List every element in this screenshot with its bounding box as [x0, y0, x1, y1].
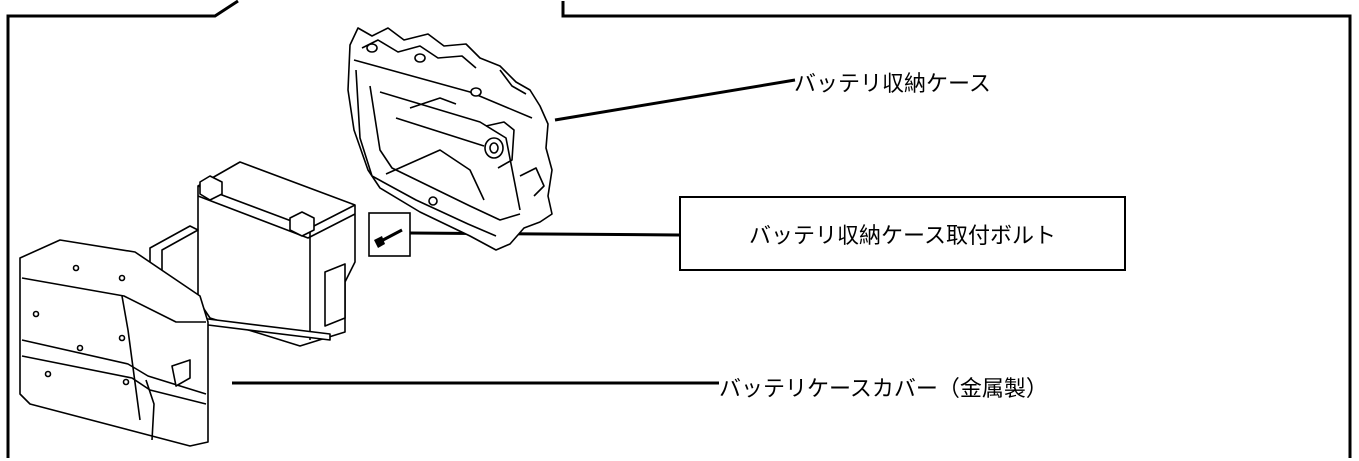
battery-storage-case-illustration [347, 27, 553, 251]
mounting-bolt-label: バッテリ収納ケース取付ボルト [749, 224, 1056, 249]
mounting-bolt-illustration [368, 212, 411, 257]
battery-case-cover-illustration [19, 239, 209, 447]
battery-case-cover-label: バッテリケースカバー（金属製） [719, 377, 1048, 402]
leader-line-bolt [409, 231, 680, 237]
mounting-bolt-callout-box: バッテリ収納ケース取付ボルト [679, 196, 1126, 271]
leader-line-case [554, 78, 796, 122]
battery-illustration [149, 161, 356, 347]
diagram-frame [6, 0, 1352, 458]
battery-storage-case-label: バッテリ収納ケース [794, 72, 991, 97]
